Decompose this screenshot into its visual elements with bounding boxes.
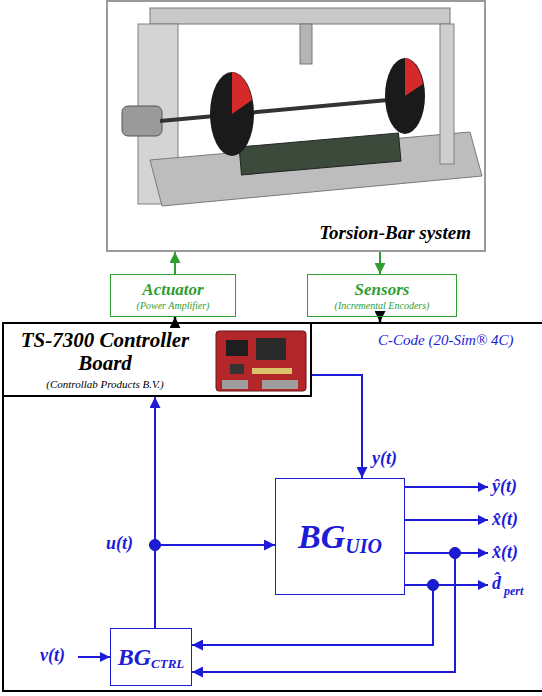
torsion-bar-photo xyxy=(122,106,162,136)
torsion-bar-photo xyxy=(160,98,410,121)
output-signal-arrow xyxy=(405,519,488,521)
output-signal-arrow xyxy=(405,487,488,585)
torsion-bar-photo xyxy=(385,58,425,134)
torsion-bar-photo xyxy=(405,58,423,96)
actuator-box: Actuator(Power Amplifier) xyxy=(110,274,236,317)
torsion-bar-photo xyxy=(210,72,254,156)
signal-label: ŷ(t) xyxy=(492,476,517,497)
signal-label: x̂(t) xyxy=(492,542,518,563)
signal-label: pert xyxy=(504,584,523,599)
controller-board-photo xyxy=(226,340,248,356)
controller-board-photo xyxy=(262,380,298,389)
controller-board-photo xyxy=(216,331,306,391)
controller-board-photo xyxy=(230,364,244,374)
torsion-bar-photo xyxy=(150,132,482,206)
torsion-bar-photo xyxy=(300,24,312,64)
controller-region: C-Code (20-Sim® 4C) TS-7300 Controller Bo… xyxy=(2,322,542,692)
input-signal-arrow xyxy=(78,656,110,658)
controller-board-photo xyxy=(216,331,306,391)
torsion-bar-photo xyxy=(232,72,252,114)
signal-connector xyxy=(192,585,433,645)
torsion-bar-photo xyxy=(440,24,454,164)
output-signal-arrow xyxy=(405,486,488,488)
controller-board-photo xyxy=(252,368,292,374)
signal-connector xyxy=(379,252,381,274)
node-title: C-Code (20-Sim® 4C) xyxy=(378,332,514,349)
node-subtitle: UIO xyxy=(345,535,382,558)
signal-connector xyxy=(192,553,455,672)
node-subtitle: (Power Amplifier) xyxy=(137,300,210,311)
node-title: Actuator xyxy=(142,280,203,300)
signal-label: x̂(t) xyxy=(492,509,518,530)
torsion-bar-photo xyxy=(239,133,401,175)
torsion-bar-photo xyxy=(150,8,450,24)
controller-block: BGCTRL xyxy=(110,628,192,686)
sensor-box: Sensors(Incremental Encoders) xyxy=(307,274,457,317)
node-title: BG xyxy=(298,518,345,556)
system-photo-frame: Torsion-Bar system xyxy=(106,0,486,252)
node-title: BG xyxy=(118,644,151,671)
node-subtitle: (Incremental Encoders) xyxy=(335,300,430,311)
node-title: Sensors xyxy=(355,280,410,300)
signal-connector xyxy=(155,545,275,628)
controller-board-photo xyxy=(256,338,286,360)
signal-label: u(t) xyxy=(104,533,135,554)
controller-board-photo xyxy=(222,380,248,389)
signal-label: d̂ xyxy=(492,573,501,594)
signal-label: y(t) xyxy=(370,448,399,469)
controller-board-box: TS-7300 Controller Board (Controllab Prod… xyxy=(2,322,312,397)
node-subtitle: (Controllab Products B.V.) xyxy=(46,378,164,390)
signal-connector xyxy=(312,375,362,478)
node-title: Torsion-Bar system xyxy=(316,222,474,244)
input-signal-arrow xyxy=(78,656,110,658)
node-title: TS-7300 Controller Board xyxy=(20,329,190,375)
torsion-bar-photo xyxy=(122,8,482,206)
signal-label: v(t) xyxy=(40,645,65,666)
signal-connector xyxy=(174,252,176,274)
node-subtitle: CTRL xyxy=(151,656,184,672)
observer-block: BGUIO xyxy=(275,478,405,595)
